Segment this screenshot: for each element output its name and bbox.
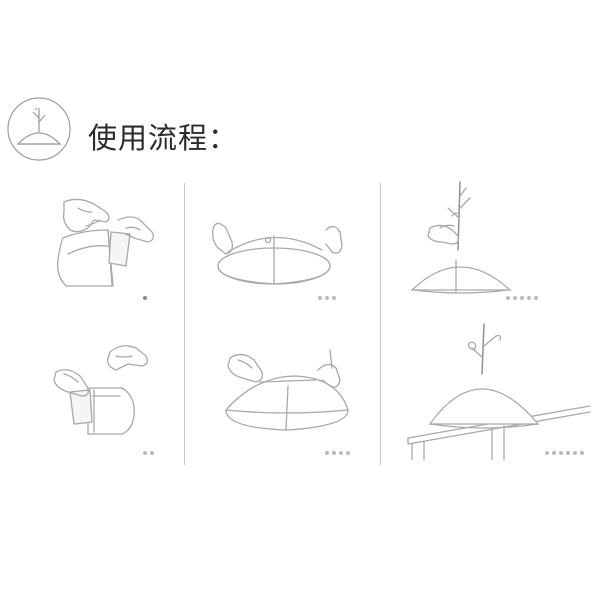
progress-dot bbox=[332, 451, 336, 455]
progress-dot bbox=[527, 296, 531, 300]
page-title: 使用流程： bbox=[88, 121, 239, 155]
tree-hanger-logo-icon bbox=[6, 96, 72, 162]
progress-dot bbox=[513, 296, 517, 300]
step-4-illustration bbox=[8, 330, 198, 470]
step-1-illustration bbox=[8, 190, 198, 330]
progress-dot bbox=[143, 296, 147, 300]
step-6-progress-dots bbox=[545, 451, 584, 455]
progress-dot bbox=[506, 296, 510, 300]
hands-opening-container-icon bbox=[57, 198, 154, 287]
step-3-illustration bbox=[400, 172, 590, 312]
progress-dot bbox=[150, 451, 154, 455]
progress-dot bbox=[545, 451, 549, 455]
step-5-illustration bbox=[196, 336, 386, 476]
progress-dot bbox=[580, 451, 584, 455]
step-3-progress-dots bbox=[506, 296, 538, 300]
hand-inserting-tree-icon bbox=[410, 181, 512, 294]
step-6-illustration bbox=[404, 320, 594, 460]
progress-dot bbox=[143, 451, 147, 455]
progress-dot bbox=[339, 451, 343, 455]
progress-dot bbox=[573, 451, 577, 455]
progress-dot bbox=[332, 296, 336, 300]
step-1-progress-dots bbox=[143, 296, 147, 300]
progress-dot bbox=[552, 451, 556, 455]
progress-dot bbox=[534, 296, 538, 300]
progress-dot bbox=[559, 451, 563, 455]
progress-dot bbox=[520, 296, 524, 300]
progress-dot bbox=[318, 296, 322, 300]
step-2-illustration bbox=[196, 190, 386, 330]
tree-dome-on-table-icon bbox=[407, 323, 591, 460]
progress-dot bbox=[566, 451, 570, 455]
step-5-progress-dots bbox=[325, 451, 350, 455]
hands-lifting-dome-icon bbox=[225, 349, 349, 431]
progress-dot bbox=[325, 451, 329, 455]
round-tray-hands-icon bbox=[212, 222, 343, 285]
hands-pulling-paper-icon bbox=[53, 345, 148, 435]
step-2-progress-dots bbox=[318, 296, 336, 300]
column-divider-left bbox=[184, 183, 185, 465]
column-divider-right bbox=[380, 183, 381, 465]
progress-dot bbox=[325, 296, 329, 300]
step-4-progress-dots bbox=[143, 451, 154, 455]
progress-dot bbox=[346, 451, 350, 455]
